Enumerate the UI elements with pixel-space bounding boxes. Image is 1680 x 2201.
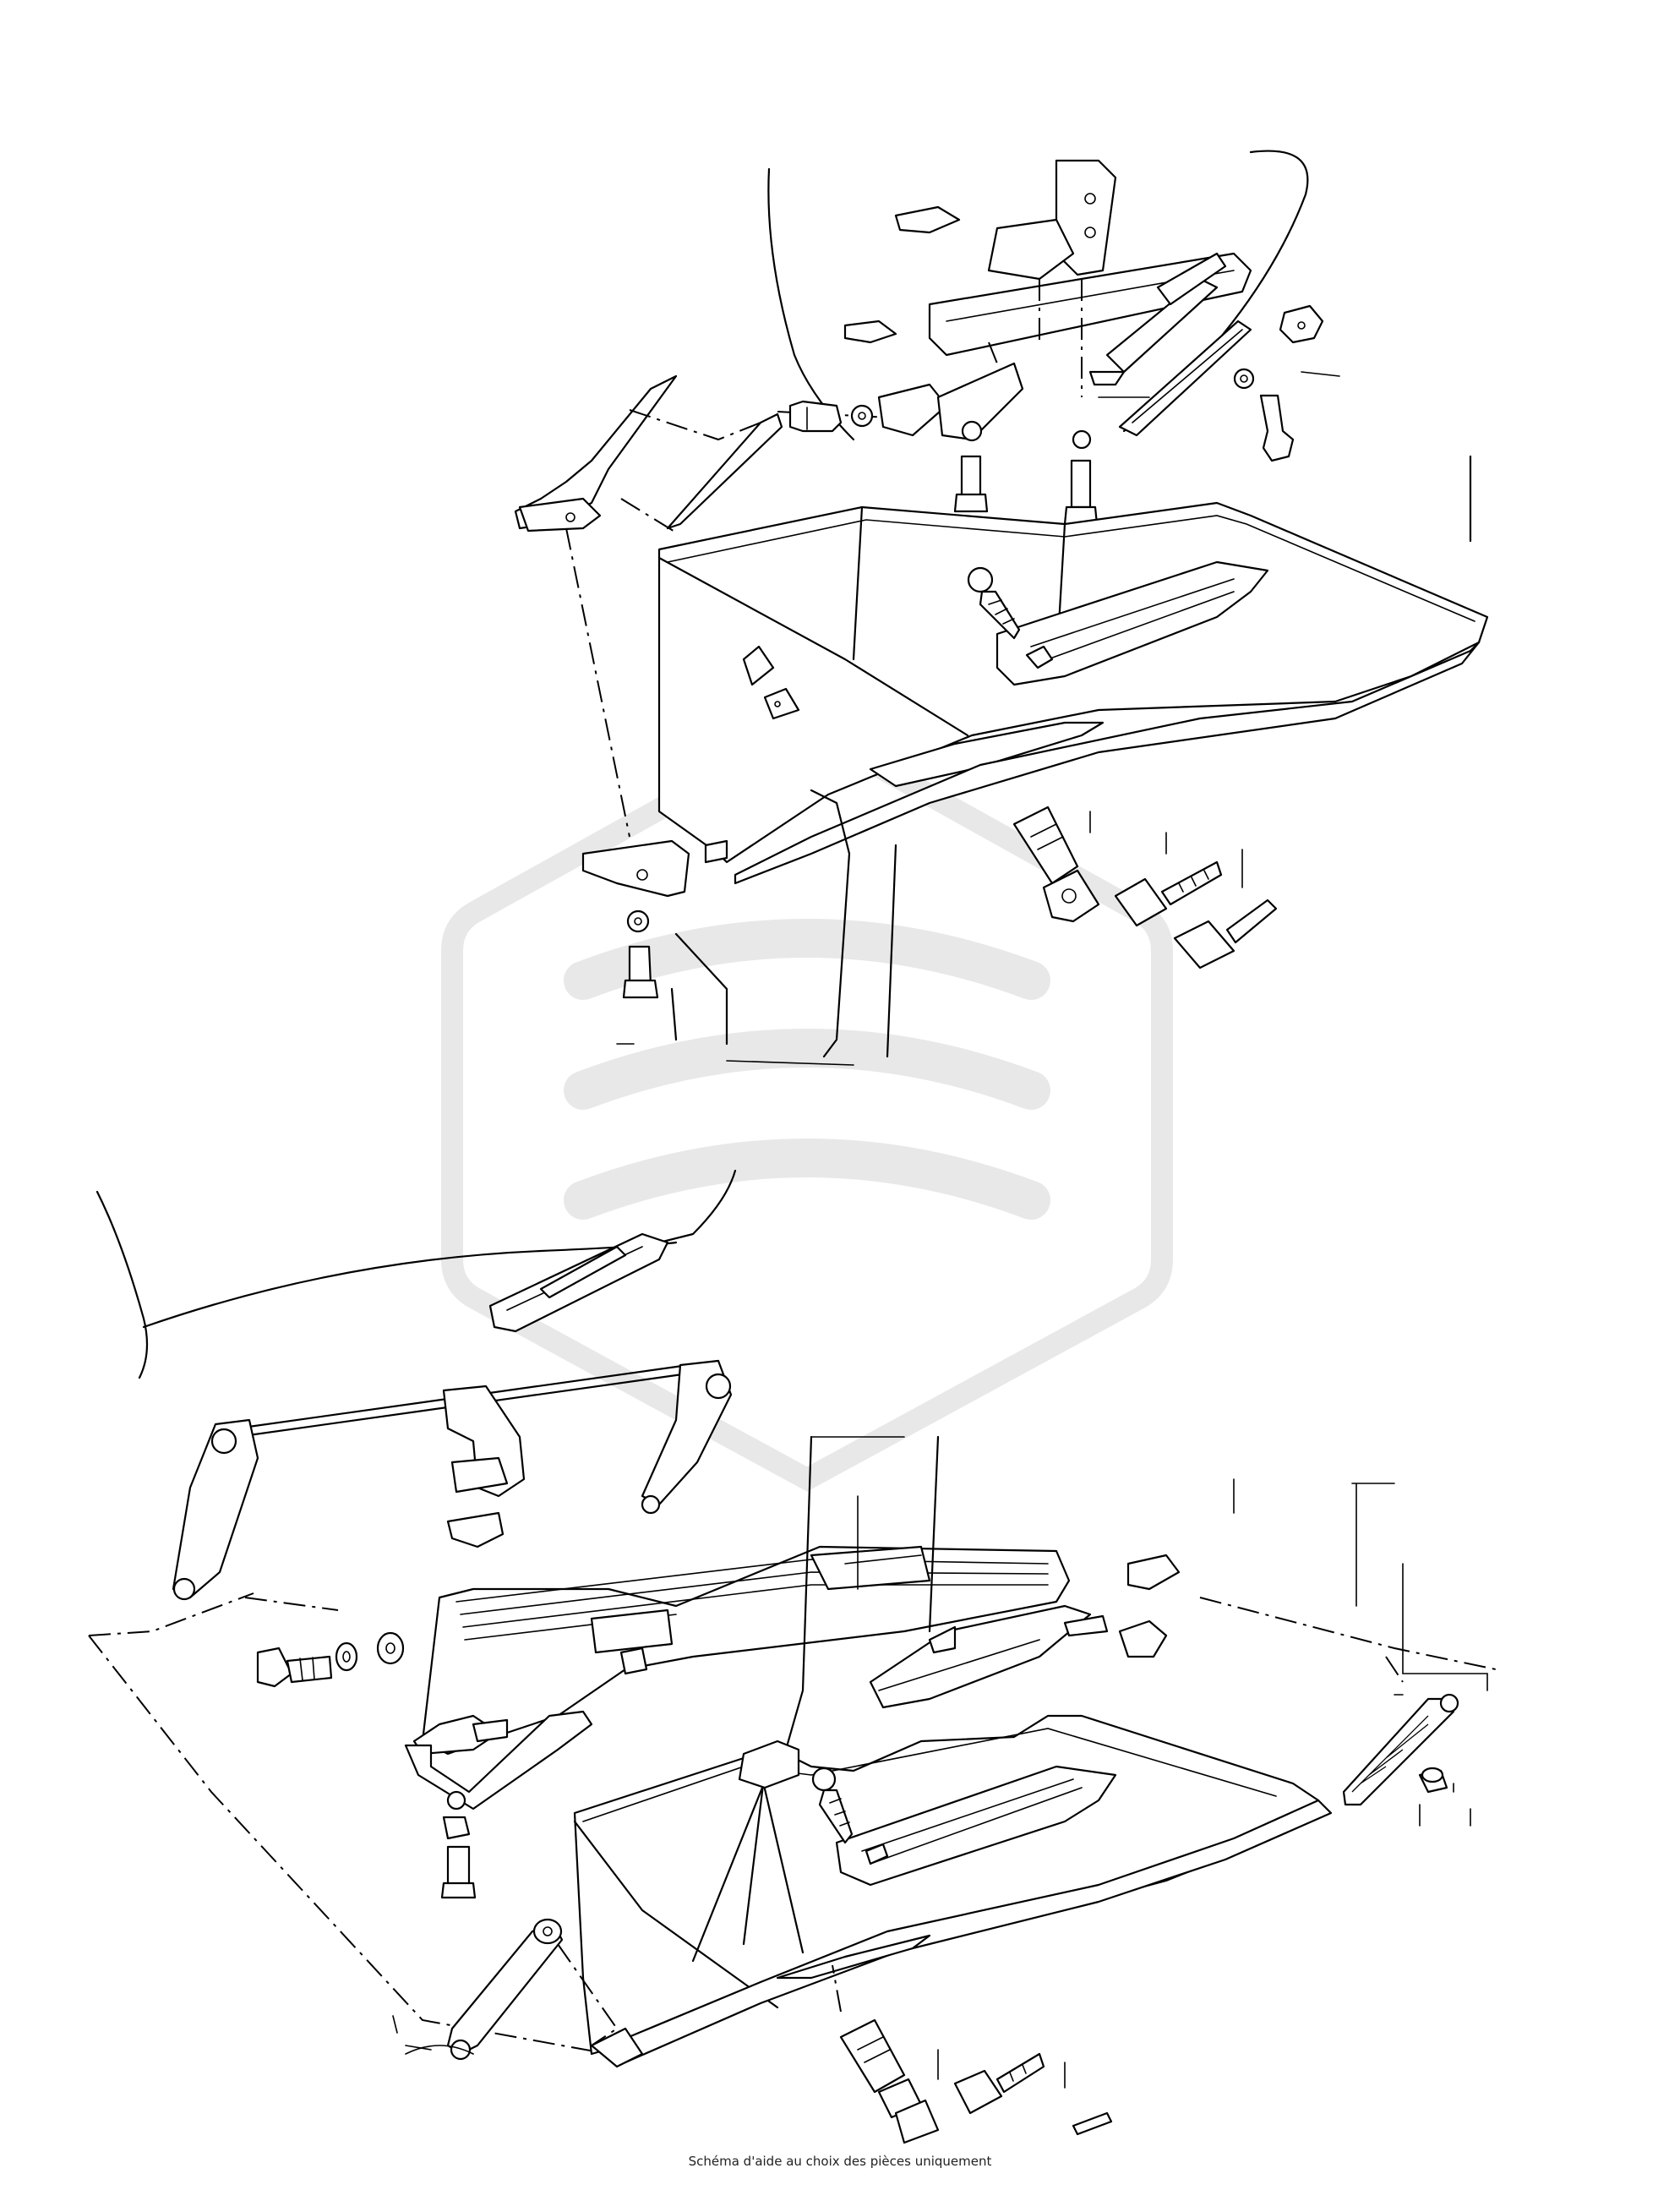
- footer-caption: Schéma d'aide au choix des pièces unique…: [688, 2154, 992, 2169]
- lower-assembly: [88, 1169, 1497, 2144]
- upper-washer-right: [1233, 368, 1255, 390]
- upper-screw: [967, 566, 1021, 640]
- dashboard-outline-lower: [95, 1190, 149, 1379]
- lower-right-strut: [1342, 1693, 1459, 1806]
- dashboard-outline-upper: [767, 167, 855, 441]
- lower-tray-assembly: [412, 1545, 1071, 1756]
- upper-bolt-horizontal: [788, 400, 874, 433]
- lower-left-strut: [446, 1918, 564, 2061]
- upper-bolt-right: [1259, 394, 1295, 462]
- upper-crossbar: [928, 252, 1252, 357]
- upper-lock-cylinder: [1012, 806, 1100, 923]
- upper-cap-nut: [1279, 304, 1324, 344]
- lower-linkage-rod: [172, 1359, 733, 1601]
- upper-key-2: [1173, 898, 1278, 969]
- lower-screw: [811, 1767, 854, 1844]
- upper-bolt-vertical-2: [1063, 429, 1099, 526]
- lower-left-screw-washers: [256, 1631, 405, 1688]
- upper-key-1: [1114, 860, 1223, 927]
- upper-left-mount: [581, 839, 728, 999]
- lower-key: [953, 2052, 1113, 2136]
- lower-lock-cylinder: [839, 2018, 940, 2144]
- left-hinge-arm-upper: [514, 374, 678, 530]
- glovebox-upper: [657, 501, 1489, 885]
- lower-mount-bracket: [404, 1710, 593, 1899]
- upper-assembly: [514, 150, 1489, 1066]
- glovebox-lower: [573, 1714, 1333, 2064]
- upper-bolt-vertical-1: [953, 420, 989, 513]
